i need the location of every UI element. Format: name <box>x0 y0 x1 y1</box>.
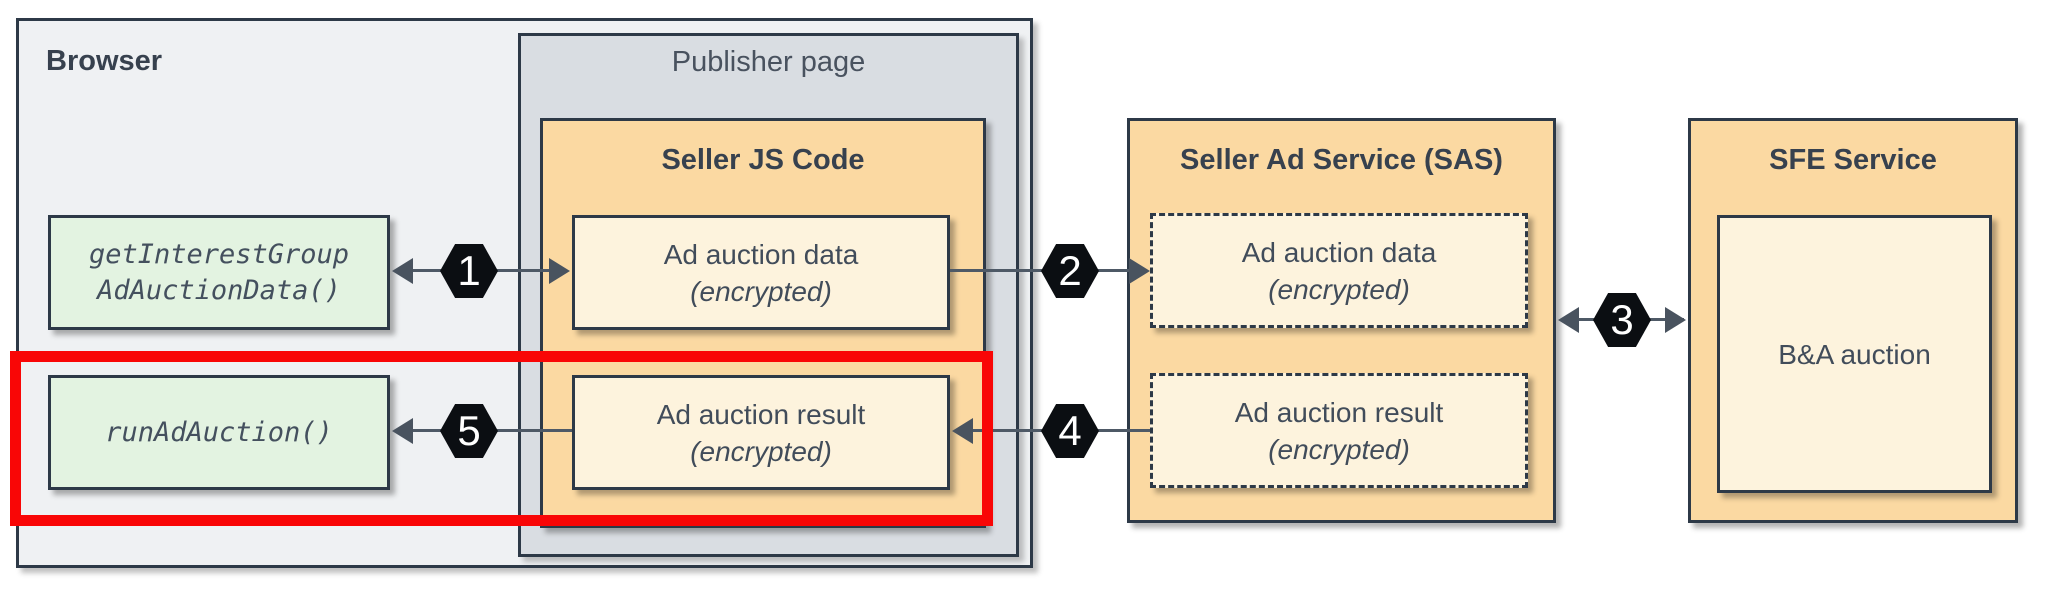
sfe-service-label: SFE Service <box>1769 144 1937 176</box>
step-4-badge: 4 <box>1041 404 1099 458</box>
api-call-line: getInterestGroup <box>88 238 350 270</box>
get-interest-group-ad-auction-data-box: getInterestGroup AdAuctionData() <box>48 215 390 330</box>
browser-label: Browser <box>46 45 163 77</box>
arrowhead-right-icon <box>1129 258 1150 284</box>
panel-text: Ad auction data <box>663 238 859 270</box>
step-2-badge: 2 <box>1041 244 1099 298</box>
sas-ad-auction-data-box: Ad auction data (encrypted) <box>1150 213 1528 328</box>
arrowhead-right-icon <box>1665 307 1686 333</box>
seller-js-code-label: Seller JS Code <box>661 144 865 176</box>
panel-text: B&A auction <box>1778 338 1931 370</box>
arrowhead-right-icon <box>549 258 570 284</box>
arrowhead-left-icon <box>952 418 973 444</box>
panel-text-encrypted: (encrypted) <box>1268 433 1410 465</box>
api-call-line: runAdAuction() <box>105 416 333 448</box>
run-ad-auction-box: runAdAuction() <box>48 375 390 490</box>
connector-2-line <box>950 269 1130 272</box>
panel-text-encrypted: (encrypted) <box>690 275 832 307</box>
publisher-page-label: Publisher page <box>671 46 866 78</box>
step-3-badge: 3 <box>1593 293 1651 347</box>
seller-js-ad-auction-data-box: Ad auction data (encrypted) <box>572 215 950 330</box>
panel-text: Ad auction result <box>1234 396 1444 428</box>
panel-text-encrypted: (encrypted) <box>690 435 832 467</box>
seller-js-ad-auction-result-box: Ad auction result (encrypted) <box>572 375 950 490</box>
arrowhead-left-icon <box>1558 307 1579 333</box>
sas-ad-auction-result-box: Ad auction result (encrypted) <box>1150 373 1528 488</box>
arrowhead-left-icon <box>392 258 413 284</box>
ba-auction-box: B&A auction <box>1717 215 1992 493</box>
arrowhead-left-icon <box>392 418 413 444</box>
highlight-rectangle <box>10 351 993 526</box>
panel-text: Ad auction data <box>1241 236 1437 268</box>
seller-ad-service-label: Seller Ad Service (SAS) <box>1180 144 1503 176</box>
api-call-line: AdAuctionData() <box>97 274 341 306</box>
panel-text-encrypted: (encrypted) <box>1268 273 1410 305</box>
panel-text: Ad auction result <box>656 398 866 430</box>
